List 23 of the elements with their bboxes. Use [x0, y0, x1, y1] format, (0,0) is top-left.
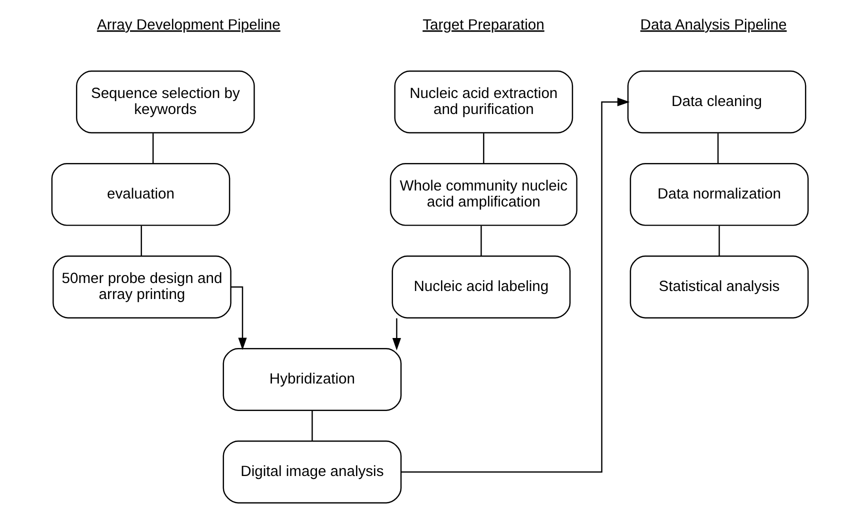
node-box: Statistical analysis	[629, 256, 808, 318]
connector	[140, 226, 142, 256]
node-box: 50mer probe design and array printing	[52, 256, 231, 318]
connector	[716, 133, 718, 164]
connector	[480, 226, 482, 256]
label: Array Development Pipeline	[96, 17, 280, 34]
arrow	[400, 98, 630, 473]
node-box: Data normalization	[629, 163, 808, 226]
connector	[152, 133, 154, 164]
arrow	[392, 318, 401, 350]
node-box: Hybridization	[222, 348, 402, 411]
node-box: Sequence selection by keywords	[75, 70, 254, 134]
node-box: Data cleaning	[626, 70, 806, 134]
connector	[311, 410, 312, 442]
label: Data Analysis Pipeline	[640, 17, 786, 34]
connector	[718, 226, 720, 256]
node-box: Nucleic acid labeling	[391, 256, 570, 318]
connector	[482, 133, 484, 164]
node-box: Digital image analysis	[222, 440, 402, 504]
node-box: evaluation	[50, 163, 230, 226]
node-box: Whole community nucleic acid amplification	[389, 163, 577, 226]
node-box: Nucleic acid extraction and purification	[394, 70, 573, 134]
label: Target Preparation	[422, 17, 544, 34]
